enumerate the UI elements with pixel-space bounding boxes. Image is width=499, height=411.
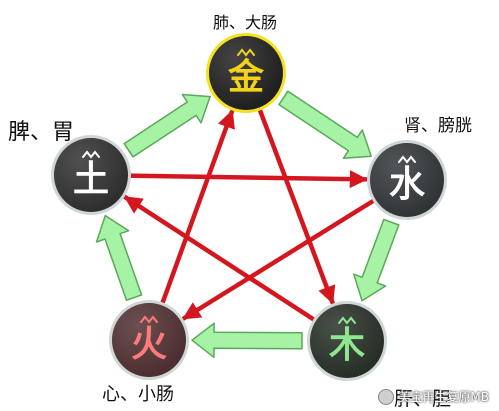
organ-label-wood: 肝、胆: [394, 388, 452, 410]
watermark: 美宝再生复原MB: [378, 388, 489, 405]
organ-label-water: 肾、膀胱: [404, 116, 472, 136]
node-gloss: [209, 36, 283, 110]
controlling-arrow-wood-earth: [123, 195, 320, 325]
generating-arrow-metal-water: [278, 90, 372, 159]
element-char-water: 水: [389, 164, 426, 205]
organ-label-metal: 肺、大肠: [213, 13, 278, 32]
generating-arrow-wood-fire: [191, 322, 303, 359]
element-node-earth: 土: [51, 135, 131, 215]
element-node-water: 水: [367, 140, 447, 220]
element-char-wood: 木: [329, 325, 365, 366]
wechat-icon: [378, 388, 395, 405]
seal-mark-icon: [398, 155, 416, 164]
element-char-fire: 火: [131, 324, 167, 365]
element-node-fire: 火: [109, 300, 189, 380]
element-char-earth: 土: [73, 159, 109, 200]
element-node-wood: 木: [307, 301, 387, 381]
controlling-arrow-metal-wood: [256, 103, 336, 305]
generating-arrow-earth-metal: [123, 93, 211, 158]
seal-mark-icon: [237, 48, 255, 57]
node-gloss: [310, 304, 384, 378]
element-node-metal: 金: [206, 33, 286, 113]
organ-label-earth: 脾、胃: [8, 120, 75, 145]
node-gloss: [112, 303, 186, 377]
generating-arrow-fire-earth: [95, 214, 143, 301]
node-gloss: [54, 138, 128, 212]
controlling-arrow-water-fire: [181, 196, 380, 321]
element-char-metal: 金: [227, 56, 265, 98]
seal-mark-icon: [82, 150, 100, 159]
watermark-text: 美宝再生复原MB: [398, 390, 489, 404]
seal-mark-icon: [140, 315, 158, 324]
controlling-arrow-fire-metal: [158, 109, 235, 310]
generating-arrow-water-wood: [353, 218, 400, 302]
organ-label-fire: 心、小肠: [102, 384, 174, 405]
node-gloss: [370, 143, 444, 217]
seal-mark-icon: [338, 316, 356, 325]
controlling-arrow-earth-water: [123, 170, 369, 189]
